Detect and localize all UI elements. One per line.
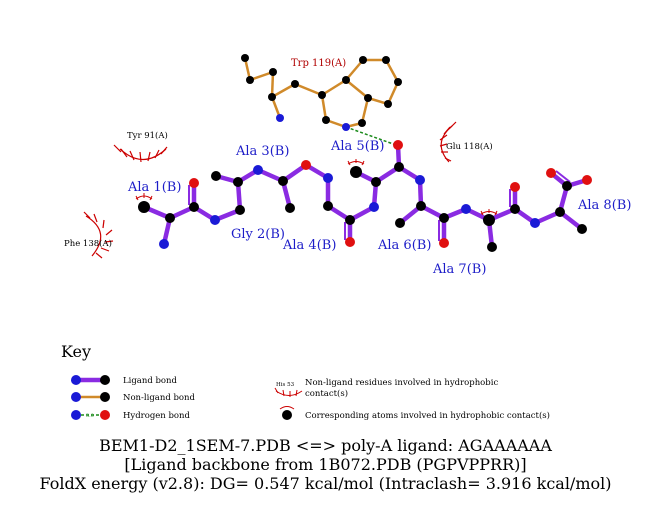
label-ala6: Ala 6(B) <box>377 238 431 253</box>
caption: BEM1-D2_1SEM-7.PDB <=> poly-A ligand: AG… <box>0 436 651 493</box>
key-corresponding-atom-sample <box>279 406 295 420</box>
label-ala4: Ala 4(B) <box>282 238 336 253</box>
key-hydrogen-bond-sample: 3.0 <box>71 410 110 420</box>
key-ligand-bond-sample <box>71 375 110 385</box>
label-phe138: Phe 138(A) <box>64 238 112 249</box>
key-title: Key <box>61 342 91 361</box>
hydrophobic-arc-phe138 <box>83 211 114 259</box>
hydrophobic-arc-glu118 <box>439 121 457 163</box>
double-bond-accents <box>188 170 571 241</box>
hydrogen-bond-trp-ala5 <box>345 126 397 146</box>
key-hydrogen-bond-label: Hydrogen bond <box>123 411 191 421</box>
nitrogen-atoms <box>159 114 540 249</box>
label-ala5: Ala 5(B) <box>330 139 384 154</box>
key-hydrophobic-residue-sample <box>274 387 303 397</box>
caption-line-2: [Ligand backbone from 1B072.PDB (PGPVPPR… <box>124 455 527 474</box>
label-ala7: Ala 7(B) <box>432 262 486 277</box>
carbon-atoms <box>138 54 587 252</box>
key-his-label: His 53 <box>276 382 295 388</box>
key-nonligand-bond-label: Non-ligand bond <box>123 393 195 403</box>
key-nonligand-bond-sample <box>71 392 110 402</box>
caption-line-1: BEM1-D2_1SEM-7.PDB <=> poly-A ligand: AG… <box>99 436 552 455</box>
label-gly2: Gly 2(B) <box>231 227 285 242</box>
key-hbond-distance: 3.0 <box>86 413 94 419</box>
atom-contact-ticks <box>135 159 498 216</box>
label-ala1: Ala 1(B) <box>127 180 181 195</box>
caption-line-3: FoldX energy (v2.8): DG= 0.547 kcal/mol … <box>39 474 612 493</box>
ligand-bonds <box>141 142 590 250</box>
label-ala3: Ala 3(B) <box>235 144 289 159</box>
key-nonligand-residues-label-2: contact(s) <box>305 388 348 399</box>
key-nonligand-residues-label-1: Non-ligand residues involved in hydropho… <box>305 378 498 388</box>
hydrophobic-arc-tyr91 <box>113 144 168 163</box>
label-trp119: Trp 119(A) <box>291 58 346 69</box>
key-ligand-bond-label: Ligand bond <box>123 376 178 386</box>
key-corresponding-atoms-label: Corresponding atoms involved in hydropho… <box>305 410 550 421</box>
oxygen-atoms <box>189 140 592 248</box>
label-glu118: Glu 118(A) <box>446 141 493 152</box>
label-tyr91: Tyr 91(A) <box>127 130 168 141</box>
label-ala8: Ala 8(B) <box>577 198 631 213</box>
